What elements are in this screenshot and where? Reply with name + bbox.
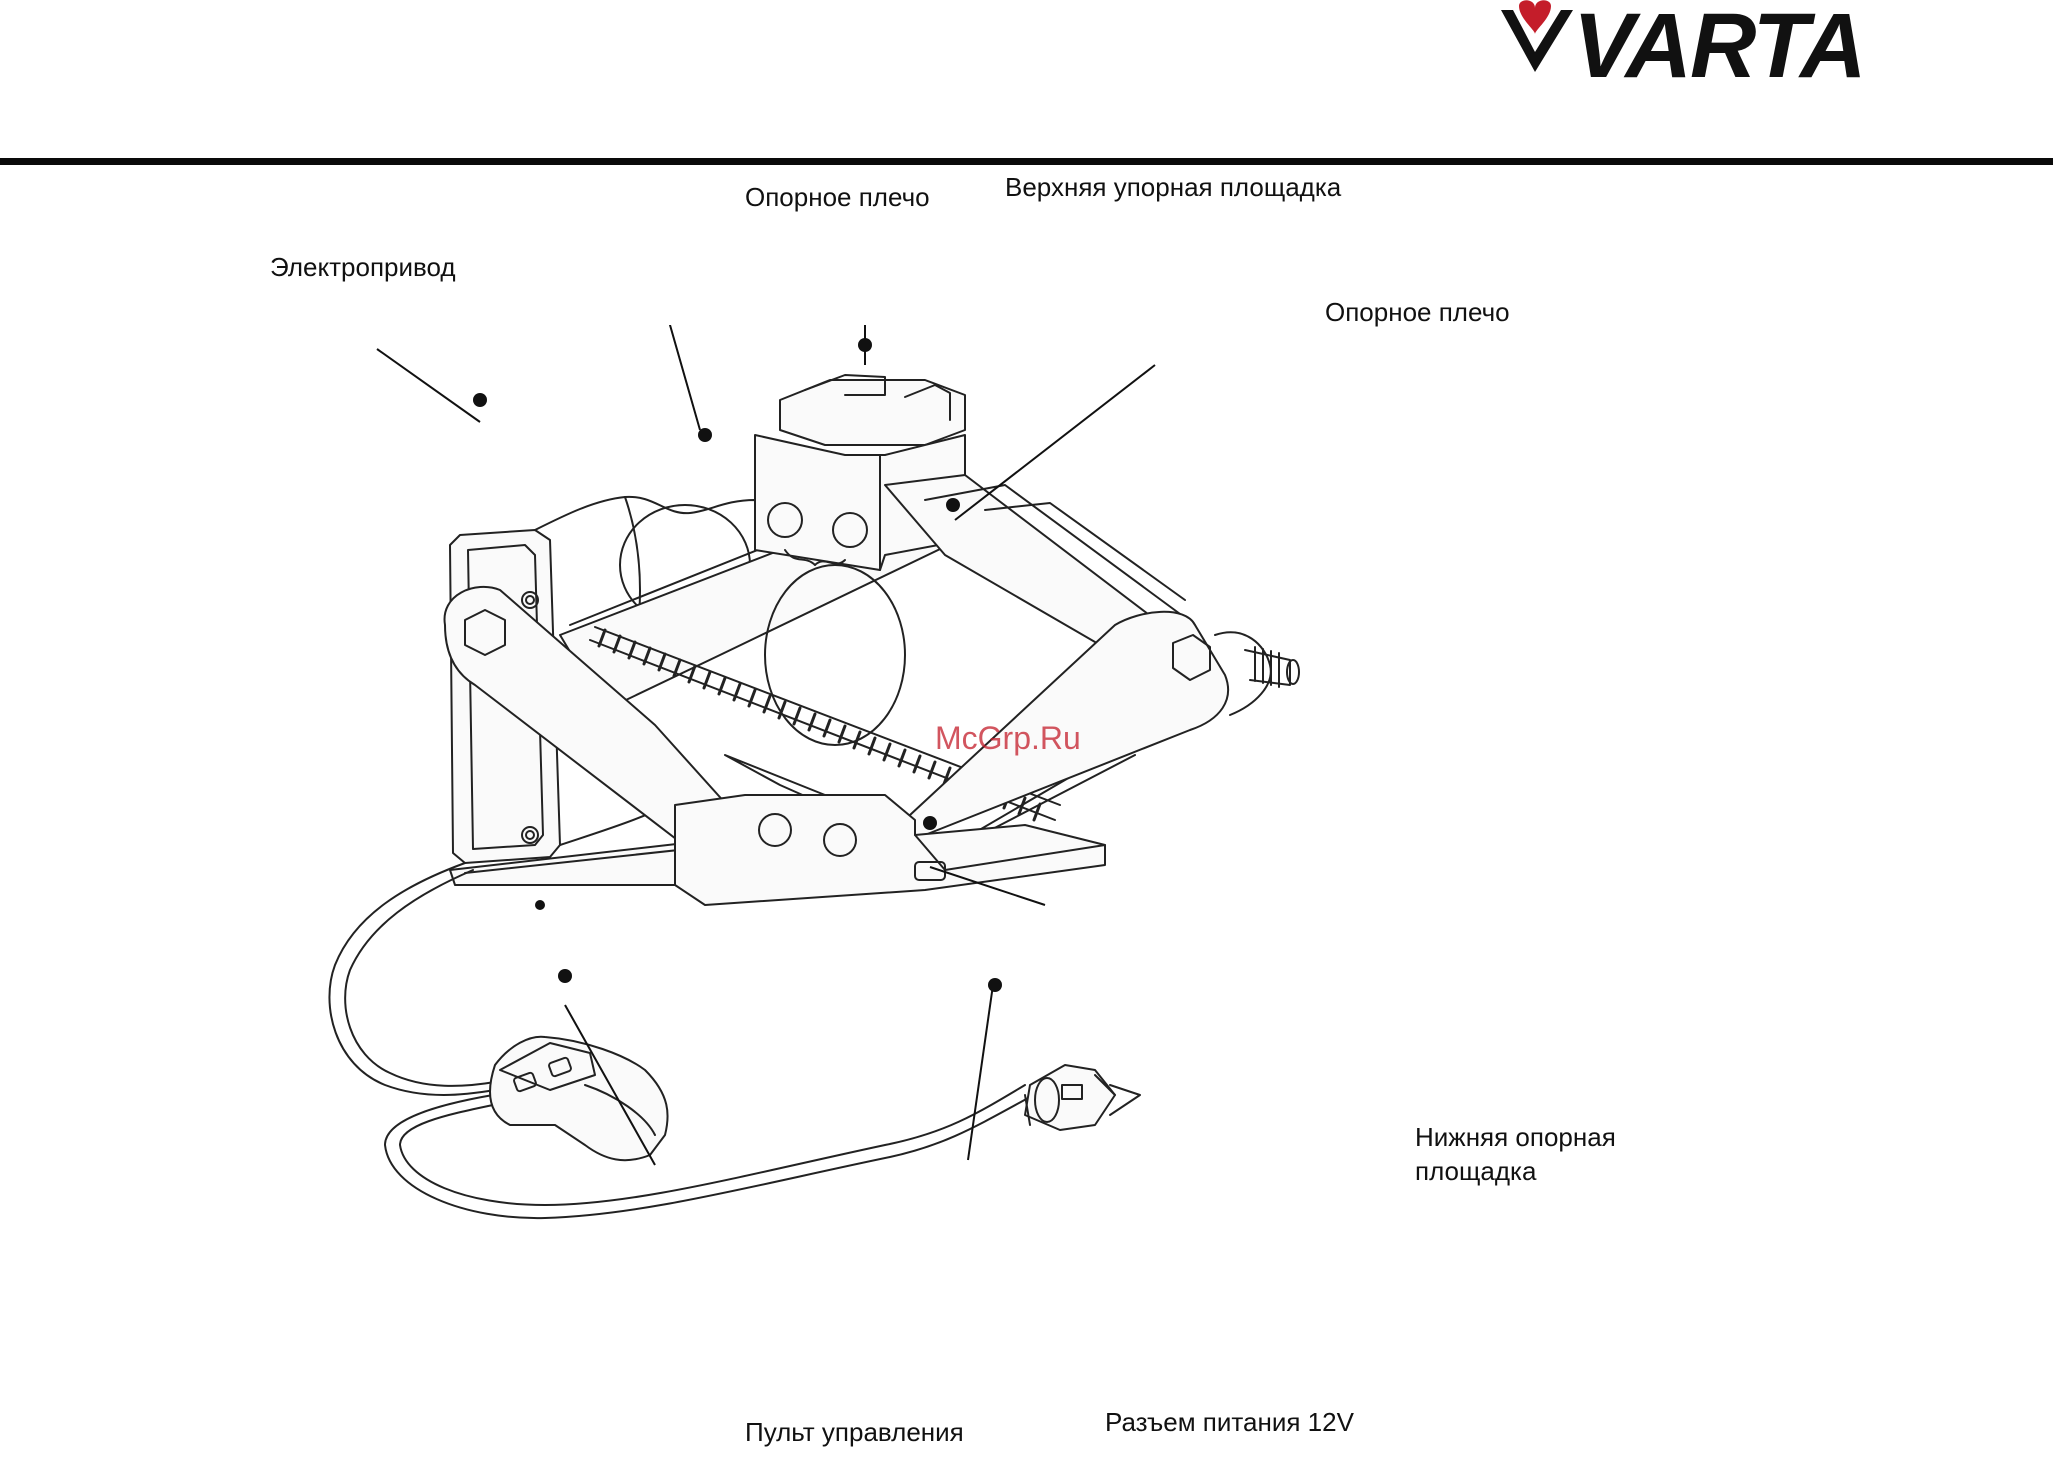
label-support-arm-right: Опорное плечо bbox=[1325, 295, 1510, 329]
jack-diagram: Электропривод Опорное плечо Верхняя упор… bbox=[325, 325, 1700, 1480]
label-bottom-pad-1: Нижняя опорная bbox=[1415, 1120, 1616, 1154]
label-top-pad: Верхняя упорная площадка bbox=[1005, 170, 1341, 204]
varta-logo: VARTA bbox=[1493, 0, 2053, 80]
cigarette-plug bbox=[1025, 1065, 1140, 1130]
label-power-plug: Разъем питания 12V bbox=[1105, 1405, 1354, 1439]
label-remote: Пульт управления bbox=[745, 1415, 964, 1449]
power-cable bbox=[329, 863, 1030, 1218]
label-support-arm-left: Опорное плечо bbox=[745, 180, 930, 214]
scissor-jack-drawing bbox=[325, 325, 1700, 1480]
header-rule bbox=[0, 158, 2053, 165]
label-electric-drive: Электропривод bbox=[270, 250, 456, 284]
page-header: VARTA bbox=[0, 0, 2053, 175]
varta-heart-icon bbox=[1493, 0, 1583, 80]
label-bottom-pad-2: площадка bbox=[1415, 1154, 1536, 1188]
watermark: McGrp.Ru bbox=[935, 720, 1081, 757]
brand-name: VARTA bbox=[1573, 0, 1865, 99]
